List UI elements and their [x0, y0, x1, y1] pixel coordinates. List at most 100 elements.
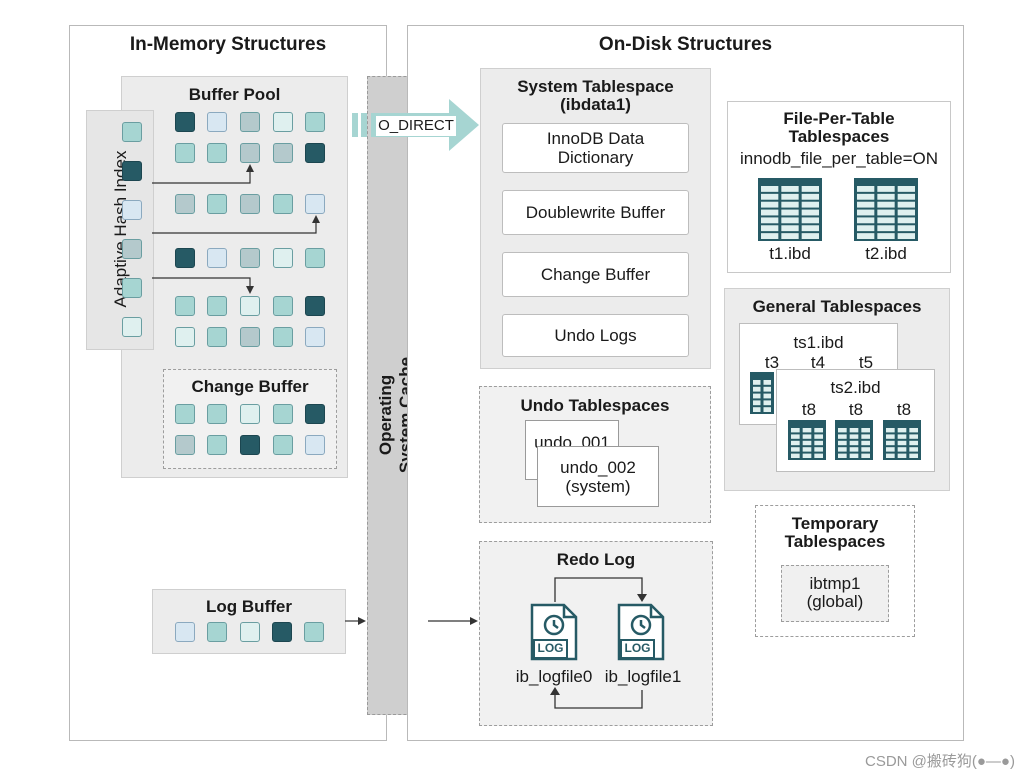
page-cell	[175, 112, 195, 132]
ts1-table-t5: t5	[858, 353, 874, 372]
temporary-tablespaces-title: Temporary Tablespaces	[784, 514, 886, 551]
page-cell	[175, 404, 195, 424]
page-cell	[175, 248, 195, 268]
system-change-buffer: Change Buffer	[502, 252, 689, 297]
page-cell	[272, 622, 292, 642]
page-cell	[240, 435, 260, 455]
page-cell	[207, 112, 227, 132]
page-cell	[207, 435, 227, 455]
page-cell	[240, 296, 260, 316]
table-icon	[788, 420, 826, 460]
page-cell	[207, 327, 227, 347]
page-cell	[207, 248, 227, 268]
page-cell	[240, 248, 260, 268]
ibtmp1-file: ibtmp1 (global)	[781, 565, 889, 622]
table-icon	[750, 372, 774, 414]
undo-logs: Undo Logs	[502, 314, 689, 357]
ts1-label: ts1.ibd	[793, 333, 844, 352]
general-tablespaces-title: General Tablespaces	[752, 297, 922, 316]
buffer-pool-title: Buffer Pool	[188, 85, 281, 104]
page-cell	[305, 327, 325, 347]
page-cell	[273, 296, 293, 316]
page-cell	[273, 143, 293, 163]
page-cell	[305, 404, 325, 424]
page-cell	[175, 622, 195, 642]
page-cell	[240, 194, 260, 214]
page-cell	[305, 112, 325, 132]
redo-log: Redo Log	[479, 541, 713, 726]
hash-entry	[122, 122, 142, 142]
hash-entry	[122, 317, 142, 337]
redo-cycle-arrows	[550, 577, 647, 709]
page-cell	[305, 143, 325, 163]
table-icon	[883, 420, 921, 460]
page-cell	[305, 435, 325, 455]
on-disk-title: On-Disk Structures	[598, 34, 773, 55]
table-icon	[835, 420, 873, 460]
ts1-table-t4: t4	[810, 353, 826, 372]
page-cell	[207, 296, 227, 316]
undo-tablespaces-title: Undo Tablespaces	[520, 396, 670, 415]
page-cell	[175, 327, 195, 347]
ts2-table-t8-a: t8	[801, 400, 817, 419]
hash-entry	[122, 161, 142, 181]
table-icon	[758, 178, 822, 241]
page-cell	[175, 435, 195, 455]
in-memory-title: In-Memory Structures	[129, 34, 327, 55]
page-cell	[240, 327, 260, 347]
page-cell	[175, 296, 195, 316]
page-cell	[207, 194, 227, 214]
in-memory-change-buffer-title: Change Buffer	[191, 377, 309, 396]
page-cell	[207, 622, 227, 642]
page-cell	[207, 404, 227, 424]
o-direct-label: O_DIRECT	[376, 116, 456, 136]
adaptive-hash-index: Adaptive Hash Index	[86, 110, 154, 350]
page-cell	[273, 248, 293, 268]
innodb-data-dictionary: InnoDB Data Dictionary	[502, 123, 689, 173]
page-cell	[240, 404, 260, 424]
ibtmp1-label: ibtmp1 (global)	[806, 574, 864, 611]
page-cell	[273, 327, 293, 347]
table-icon	[854, 178, 918, 241]
page-cell	[273, 112, 293, 132]
page-cell	[175, 194, 195, 214]
undo-002-label: undo_002 (system)	[560, 458, 636, 496]
logfile0-icon: LOG	[530, 603, 578, 666]
t1-ibd-label: t1.ibd	[769, 244, 811, 263]
hash-entry	[122, 239, 142, 259]
page-cell	[273, 194, 293, 214]
logfile1-icon: LOG	[617, 603, 665, 666]
ts2-table-t8-c: t8	[896, 400, 912, 419]
watermark: CSDN @搬砖狗(●—●)	[864, 753, 1015, 770]
page-cell	[240, 112, 260, 132]
file-per-table-setting: innodb_file_per_table=ON	[739, 149, 938, 168]
ts2-table-t8-b: t8	[848, 400, 864, 419]
hash-entry	[122, 278, 142, 298]
logfile0-icon-label: LOG	[537, 641, 564, 655]
file-per-table-title: File-Per-Table Tablespaces	[783, 109, 895, 146]
page-cell	[305, 248, 325, 268]
system-tablespace-title: System Tablespace (ibdata1)	[517, 77, 674, 114]
page-cell	[305, 296, 325, 316]
undo-002-file: undo_002 (system)	[537, 446, 659, 507]
page-cell	[175, 143, 195, 163]
ts1-table-t3: t3	[764, 353, 780, 372]
page-cell	[273, 404, 293, 424]
log-buffer-title: Log Buffer	[206, 597, 292, 616]
ts2-label: ts2.ibd	[830, 378, 881, 397]
page-cell	[240, 622, 260, 642]
hash-entry	[122, 200, 142, 220]
log-buffer: Log Buffer	[152, 589, 346, 654]
page-cell	[305, 194, 325, 214]
page-cell	[304, 622, 324, 642]
page-cell	[273, 435, 293, 455]
ib-logfile0-label: ib_logfile0	[515, 667, 593, 686]
page-cell	[240, 143, 260, 163]
doublewrite-buffer: Doublewrite Buffer	[502, 190, 689, 235]
ib-logfile1-label: ib_logfile1	[604, 667, 682, 686]
redo-log-title: Redo Log	[556, 550, 636, 569]
logfile1-icon-label: LOG	[624, 641, 651, 655]
page-cell	[207, 143, 227, 163]
t2-ibd-label: t2.ibd	[865, 244, 907, 263]
